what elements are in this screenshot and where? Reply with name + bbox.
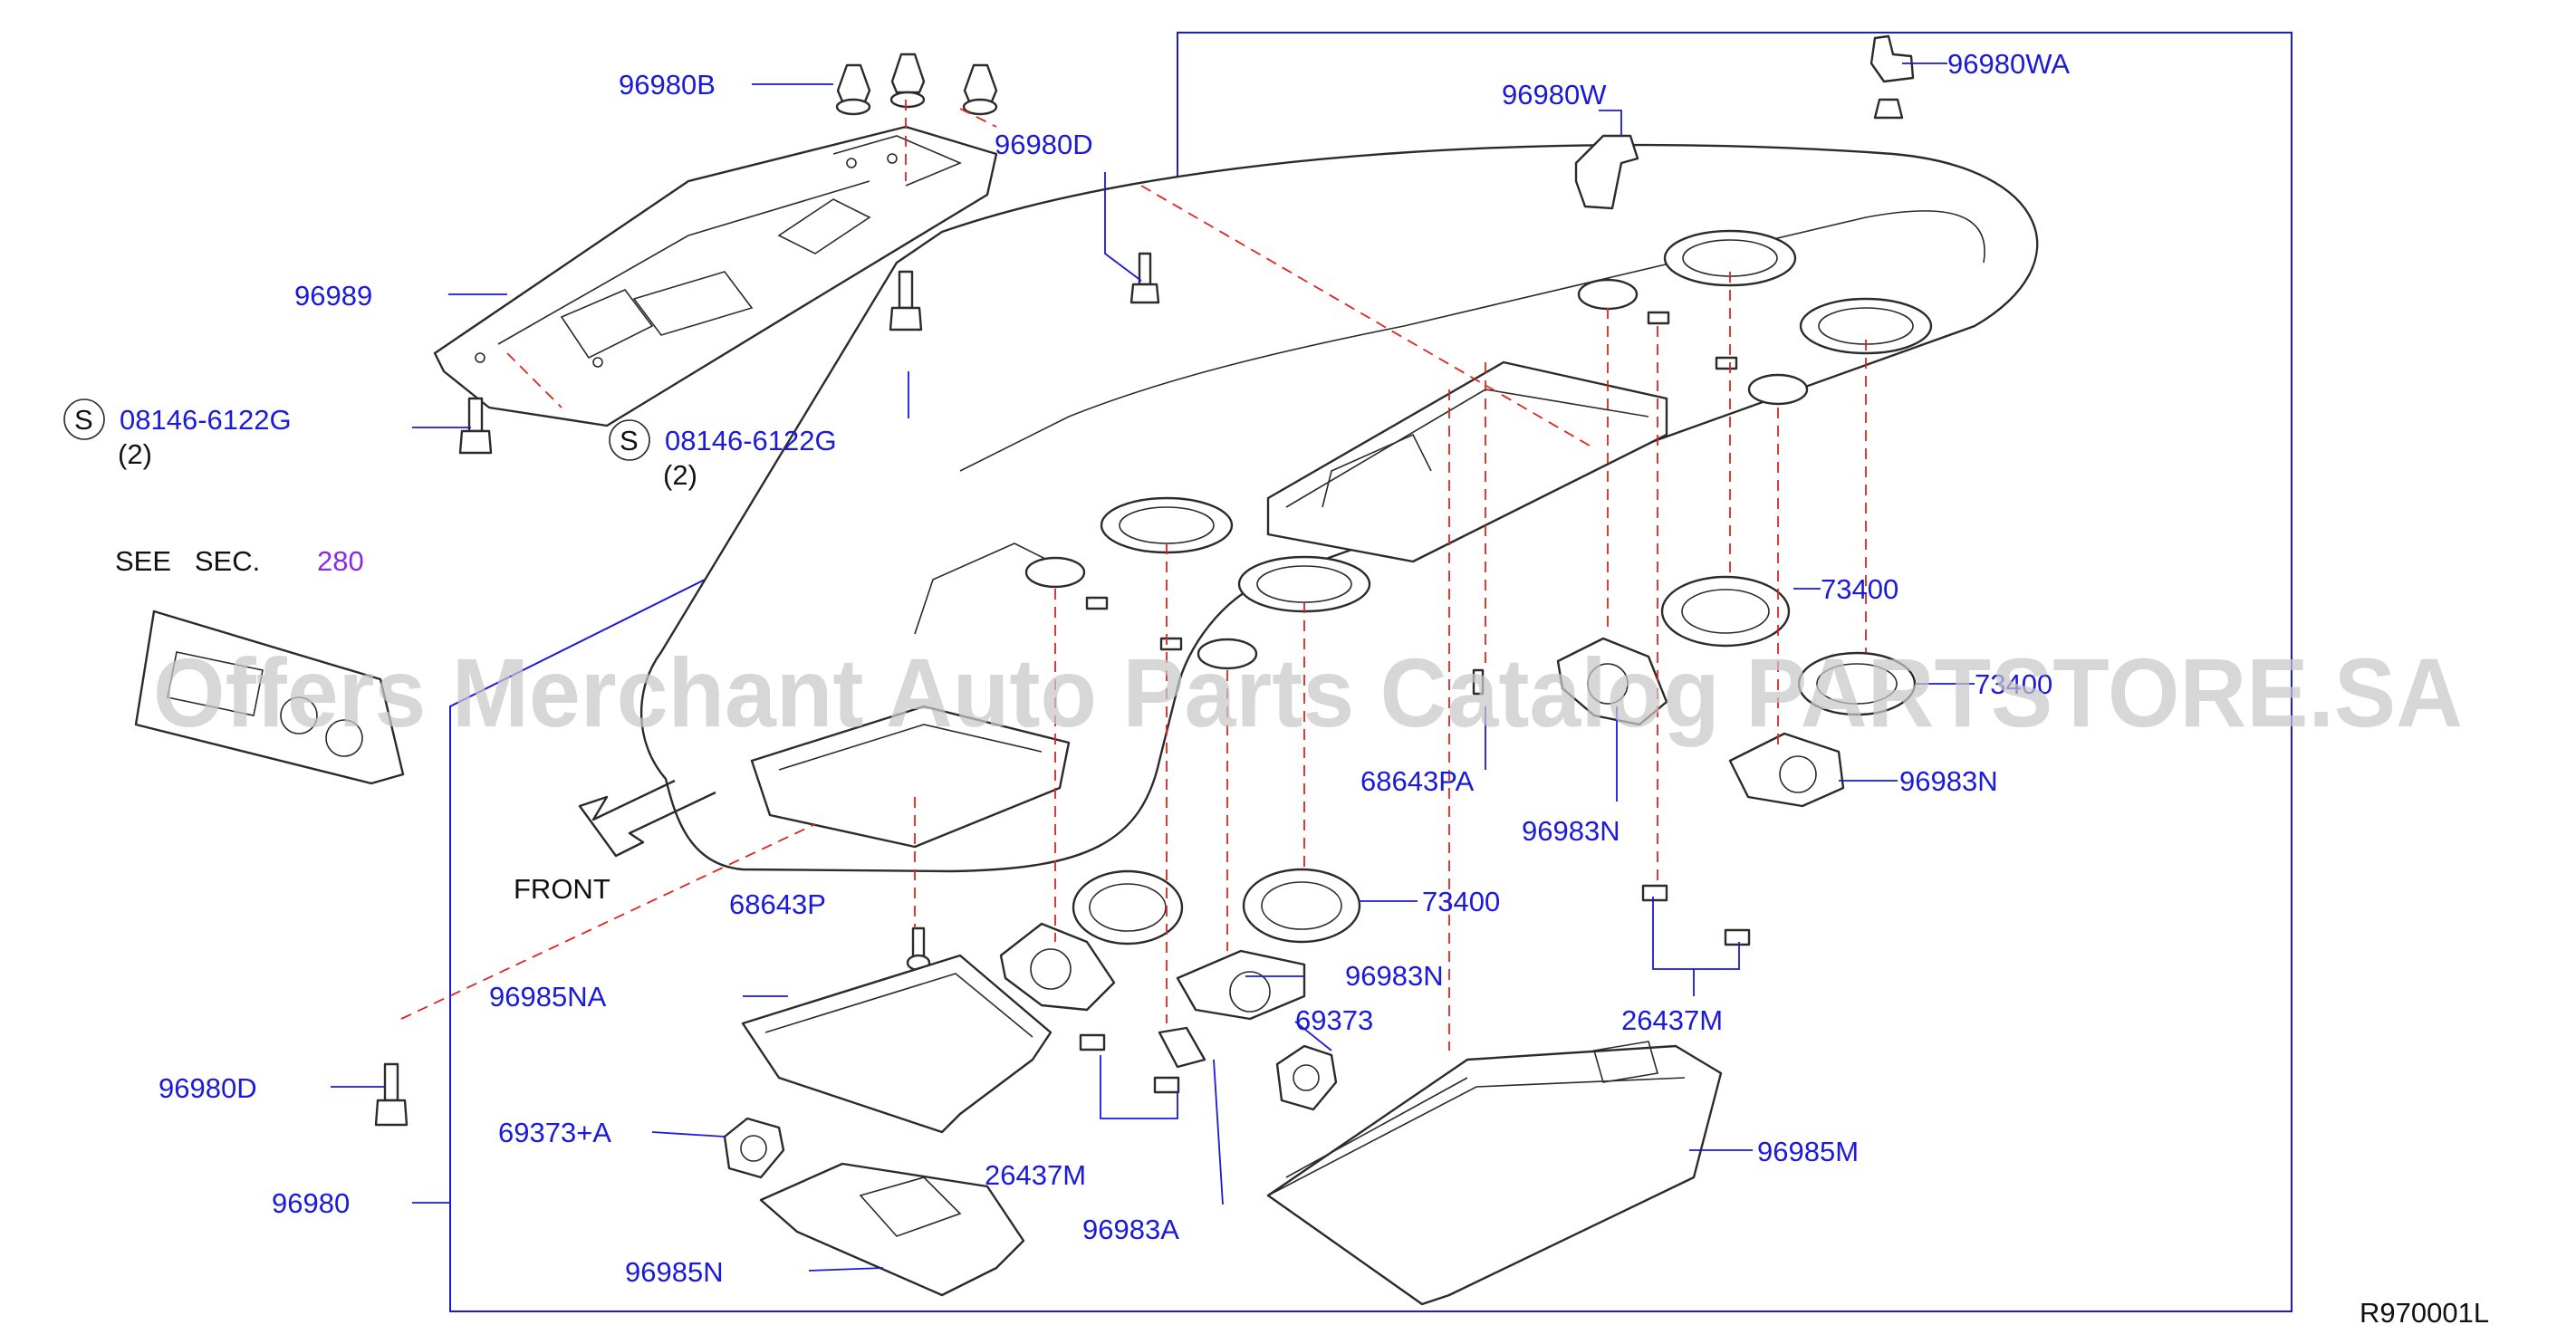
leader-lines xyxy=(331,62,1975,1272)
part-label: 96983A xyxy=(1082,1214,1179,1245)
part-label: 26437M xyxy=(1621,1004,1723,1036)
part-label: 96980D xyxy=(159,1072,257,1104)
screw-symbol xyxy=(63,398,105,440)
screw-symbol-label: S xyxy=(620,425,639,456)
see-section-label: SEE SEC. xyxy=(115,545,260,577)
part-label: 96985N xyxy=(625,1256,724,1288)
part-label: 96980WA xyxy=(1947,48,2070,80)
part-label: 68643PA xyxy=(1360,765,1475,797)
part-label: 96980D xyxy=(995,129,1093,160)
clips xyxy=(835,53,998,116)
screw-qty-label: (2) xyxy=(118,438,152,470)
part-label: 96980B xyxy=(619,69,716,101)
part-label: 96983N xyxy=(1345,960,1444,992)
screw-symbol-label: S xyxy=(74,404,93,436)
diagram-code: R970001L xyxy=(2360,1297,2489,1329)
part-label: 73400 xyxy=(1975,668,2052,700)
part-label: 69373 xyxy=(1295,1004,1373,1036)
part-label: 69373+A xyxy=(498,1117,611,1148)
screws xyxy=(374,252,1485,1127)
overhead-console-shell xyxy=(639,98,2039,873)
part-label: 96980W xyxy=(1502,79,1607,110)
part-label: 96989 xyxy=(294,280,372,312)
front-arrow xyxy=(578,779,716,858)
part-label: 26437M xyxy=(985,1159,1086,1191)
part-label: 73400 xyxy=(1422,886,1500,917)
part-label: 96983N xyxy=(1899,765,1998,797)
mounting-bracket xyxy=(433,125,998,427)
dashed-guides xyxy=(400,100,1867,1051)
front-label: FRONT xyxy=(514,873,610,905)
screw-part-label: 08146-6122G xyxy=(120,404,292,436)
screw-part-label: 08146-6122G xyxy=(665,425,837,456)
part-label: 68643P xyxy=(729,888,826,920)
see-section-number: 280 xyxy=(317,545,364,577)
part-label: 73400 xyxy=(1821,573,1898,605)
part-label: 96985M xyxy=(1757,1136,1859,1167)
screw-symbol xyxy=(609,419,650,461)
part-label: 96983N xyxy=(1522,815,1620,847)
switch-panel xyxy=(134,610,405,785)
part-label: 96980 xyxy=(272,1187,350,1219)
storage-box xyxy=(1266,1041,1723,1306)
part-label: 96985NA xyxy=(489,981,607,1013)
lamp-sockets xyxy=(999,575,1917,1111)
map-lamp-parts xyxy=(723,954,1053,1297)
retainer-clip xyxy=(1574,134,1639,210)
watermark: Offers Merchant Auto Parts Catalog PARTS… xyxy=(153,638,2463,747)
screw-qty-label: (2) xyxy=(663,459,697,491)
retainer-clip-small xyxy=(1870,34,1915,83)
